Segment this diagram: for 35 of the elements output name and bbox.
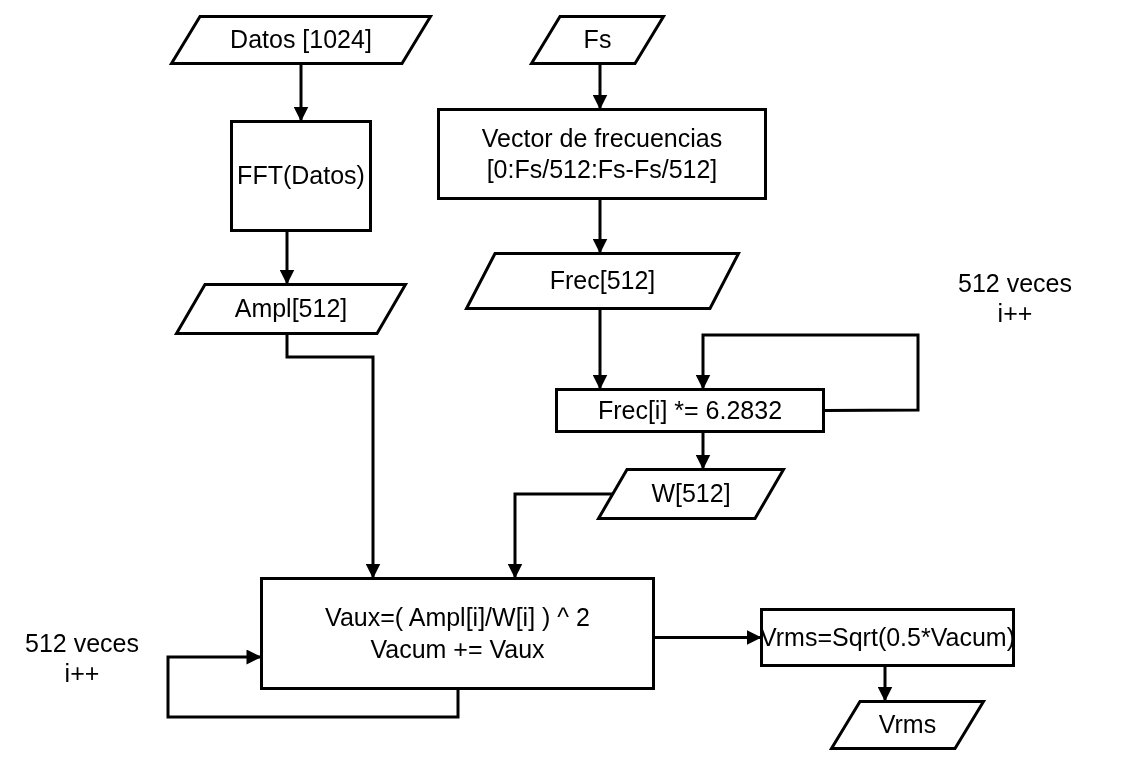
arrow [592, 65, 608, 110]
arrow [279, 232, 295, 285]
node-text: W[512] [651, 478, 731, 510]
node-text: Fs [583, 24, 612, 56]
loop-arrow [166, 649, 460, 719]
node-text: Vaux=( Ampl[i]/W[i] ) ^ 2 [325, 602, 590, 634]
data-parallelogram [530, 15, 665, 65]
loop-arrow [695, 333, 920, 412]
node-text: Datos [1024] [230, 24, 372, 56]
node-text: Frec[i] *= 6.2832 [597, 394, 783, 426]
node-text: Vacum += Vaux [370, 633, 545, 665]
data-parallelogram [597, 468, 785, 520]
arrow [293, 65, 309, 122]
arrow [592, 310, 608, 390]
arrow [877, 667, 893, 702]
arrow [695, 433, 711, 470]
process-box [437, 108, 767, 200]
data-parallelogram [170, 15, 432, 65]
node-text: Vector de frecuencias [0:Fs/512:Fs-Fs/512] [480, 122, 724, 185]
node-text: FFT(Datos) [237, 160, 365, 192]
data-parallelogram [465, 252, 740, 310]
node-text: Frec[512] [549, 265, 656, 297]
node-text: Vrms [878, 709, 937, 741]
process-box [260, 577, 655, 690]
process-box [555, 388, 825, 433]
data-parallelogram [830, 700, 985, 750]
arrow [507, 492, 612, 579]
arrow [285, 335, 381, 579]
node-text: Ampl[512] [234, 293, 348, 325]
data-parallelogram [175, 283, 407, 335]
process-box [230, 120, 372, 232]
arrow [655, 630, 762, 645]
arrow [592, 200, 608, 254]
process-box [760, 608, 1015, 667]
node-text: Vrms=Sqrt(0.5*Vacum) [760, 621, 1015, 653]
